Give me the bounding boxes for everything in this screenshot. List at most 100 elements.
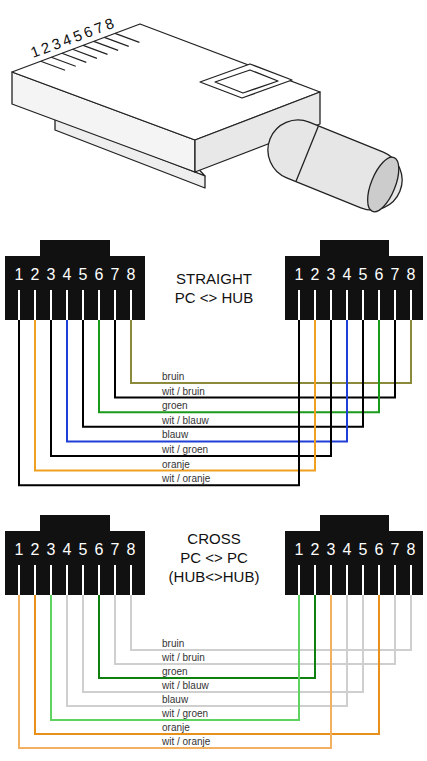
cable-boot-edge	[296, 126, 318, 182]
pin-number: 5	[359, 541, 368, 559]
pin-number: 3	[47, 541, 56, 559]
wire-color-label: groen	[162, 400, 188, 411]
cable	[259, 111, 411, 219]
plug-latch	[200, 64, 292, 98]
jack-contact	[314, 290, 316, 320]
pin-number: 3	[327, 266, 336, 284]
wire	[115, 320, 395, 398]
wire	[83, 320, 363, 427]
wire-color-label: bruin	[162, 638, 184, 649]
pin-number: 8	[407, 541, 416, 559]
rj45-jack: 12345678	[285, 515, 423, 595]
contact-slit	[83, 45, 107, 54]
jack-contact	[18, 565, 20, 595]
contact-slit	[51, 57, 75, 66]
pin-numbering: 12345678	[28, 13, 119, 62]
pin-number: 5	[359, 266, 368, 284]
cable-type-title: CROSS	[187, 530, 240, 548]
wire	[99, 320, 379, 412]
jack-contact	[98, 290, 100, 320]
jack-contact	[362, 565, 364, 595]
jack-body	[285, 240, 423, 320]
pin-number: 8	[127, 266, 136, 284]
jack-outline	[285, 240, 423, 320]
wire	[51, 320, 331, 456]
pin-number: 8	[127, 541, 136, 559]
pin-number: 8	[407, 266, 416, 284]
contact-slit	[94, 41, 118, 50]
wire	[51, 595, 299, 720]
wire-color-label: oranje	[162, 722, 190, 733]
jack-contact	[114, 565, 116, 595]
jack-contact	[410, 565, 412, 595]
jack-contact	[362, 290, 364, 320]
pin-number: 2	[31, 541, 40, 559]
jack-contact	[378, 290, 380, 320]
jack-contact	[410, 290, 412, 320]
jack-contact	[378, 565, 380, 595]
pin-number: 4	[343, 266, 352, 284]
wire	[19, 595, 331, 748]
jack-contact	[82, 290, 84, 320]
jack-contact	[330, 290, 332, 320]
pin-number: 1	[295, 266, 304, 284]
wire	[83, 595, 363, 692]
jack-contact	[130, 565, 132, 595]
jack-contact	[130, 290, 132, 320]
wire	[67, 595, 347, 706]
wire-color-label: wit / groen	[162, 444, 208, 455]
pin-number: 5	[79, 266, 88, 284]
pin-number: 6	[95, 541, 104, 559]
wire	[131, 320, 411, 383]
pin-number: 2	[311, 266, 320, 284]
cable-use: (HUB<>HUB)	[169, 568, 260, 586]
jack-contact	[394, 290, 396, 320]
wire-color-label: wit / oranje	[162, 473, 210, 484]
wire-color-label: wit / bruin	[162, 652, 205, 663]
jack-contact	[66, 290, 68, 320]
jack-outline	[5, 515, 145, 595]
pin-number: 2	[31, 266, 40, 284]
pin-number: 1	[15, 541, 24, 559]
jack-contact	[34, 290, 36, 320]
jack-contact	[34, 565, 36, 595]
contact-slit	[41, 61, 65, 70]
jack-contact	[394, 565, 396, 595]
jack-contact	[114, 290, 116, 320]
jack-contact	[330, 565, 332, 595]
pin-number: 3	[327, 541, 336, 559]
wire	[67, 320, 347, 441]
jack-contact	[82, 565, 84, 595]
rj45-jack: 12345678	[285, 240, 423, 320]
rj45-jack: 12345678	[5, 240, 145, 320]
pin-number: 2	[311, 541, 320, 559]
wire-color-label: blauw	[162, 694, 188, 705]
contact-slit	[62, 53, 86, 62]
pin-number: 5	[79, 541, 88, 559]
cable-end	[361, 153, 405, 216]
jack-contact	[298, 565, 300, 595]
jack-contact	[66, 565, 68, 595]
wire-color-label: wit / blauw	[162, 680, 209, 691]
cable-use: PC <> HUB	[175, 289, 253, 307]
wire-color-label: wit / groen	[162, 708, 208, 719]
wire	[19, 320, 299, 485]
wire-color-label: bruin	[162, 371, 184, 382]
pin-number: 1	[295, 541, 304, 559]
jack-outline	[285, 515, 423, 595]
jack-outline	[5, 240, 145, 320]
contact-slit	[115, 33, 139, 42]
wire-color-label: wit / oranje	[162, 736, 210, 747]
wire-color-label: wit / bruin	[162, 386, 205, 397]
jack-body	[5, 515, 145, 595]
wire-color-label: groen	[162, 666, 188, 677]
jack-contact	[346, 565, 348, 595]
wire-color-label: wit / blauw	[162, 415, 209, 426]
pin-number: 6	[375, 266, 384, 284]
jack-body	[5, 240, 145, 320]
pin-number: 7	[391, 266, 400, 284]
pin-number: 4	[63, 541, 72, 559]
plug-latch	[215, 70, 278, 93]
